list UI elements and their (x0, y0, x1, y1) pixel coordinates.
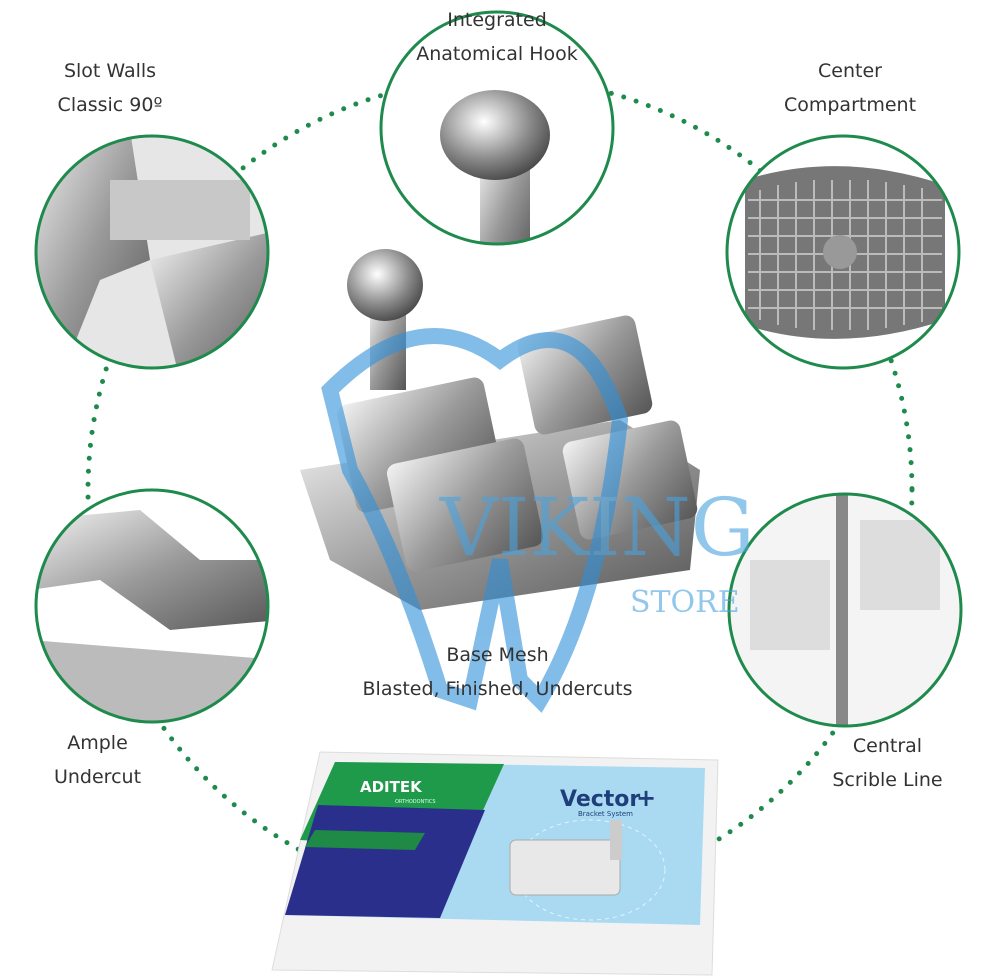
watermark-brand: VIKING (439, 481, 755, 574)
watermark-sub: STORE (630, 585, 740, 620)
detail-scribe (727, 492, 963, 728)
box-product-plus: + (636, 784, 656, 812)
detail-undercut (34, 488, 270, 724)
box-product-sub: Bracket System (578, 810, 633, 818)
label-slot: Slot Walls Classic 90º (57, 60, 163, 116)
label-scribe: Central Scrible Line (832, 735, 943, 791)
label-base: Base Mesh Blasted, Finished, Undercuts (362, 644, 633, 700)
detail-hook (379, 10, 615, 246)
box-brand: ADITEK (360, 778, 423, 796)
label-center: Center Compartment (783, 60, 917, 116)
detail-mesh (725, 134, 961, 370)
label-hook: Integrated Anatomical Hook (416, 9, 578, 65)
box-product: Vector (560, 787, 640, 812)
dotted-ring (85, 75, 915, 905)
label-undercut: Ample Undercut (53, 732, 142, 788)
detail-slot (34, 134, 270, 370)
product-box: ADITEK ORTHODONTICS Vector + Bracket Sys… (271, 751, 719, 976)
box-brand-sub: ORTHODONTICS (395, 799, 436, 805)
watermark: VIKING STORE (321, 328, 755, 713)
